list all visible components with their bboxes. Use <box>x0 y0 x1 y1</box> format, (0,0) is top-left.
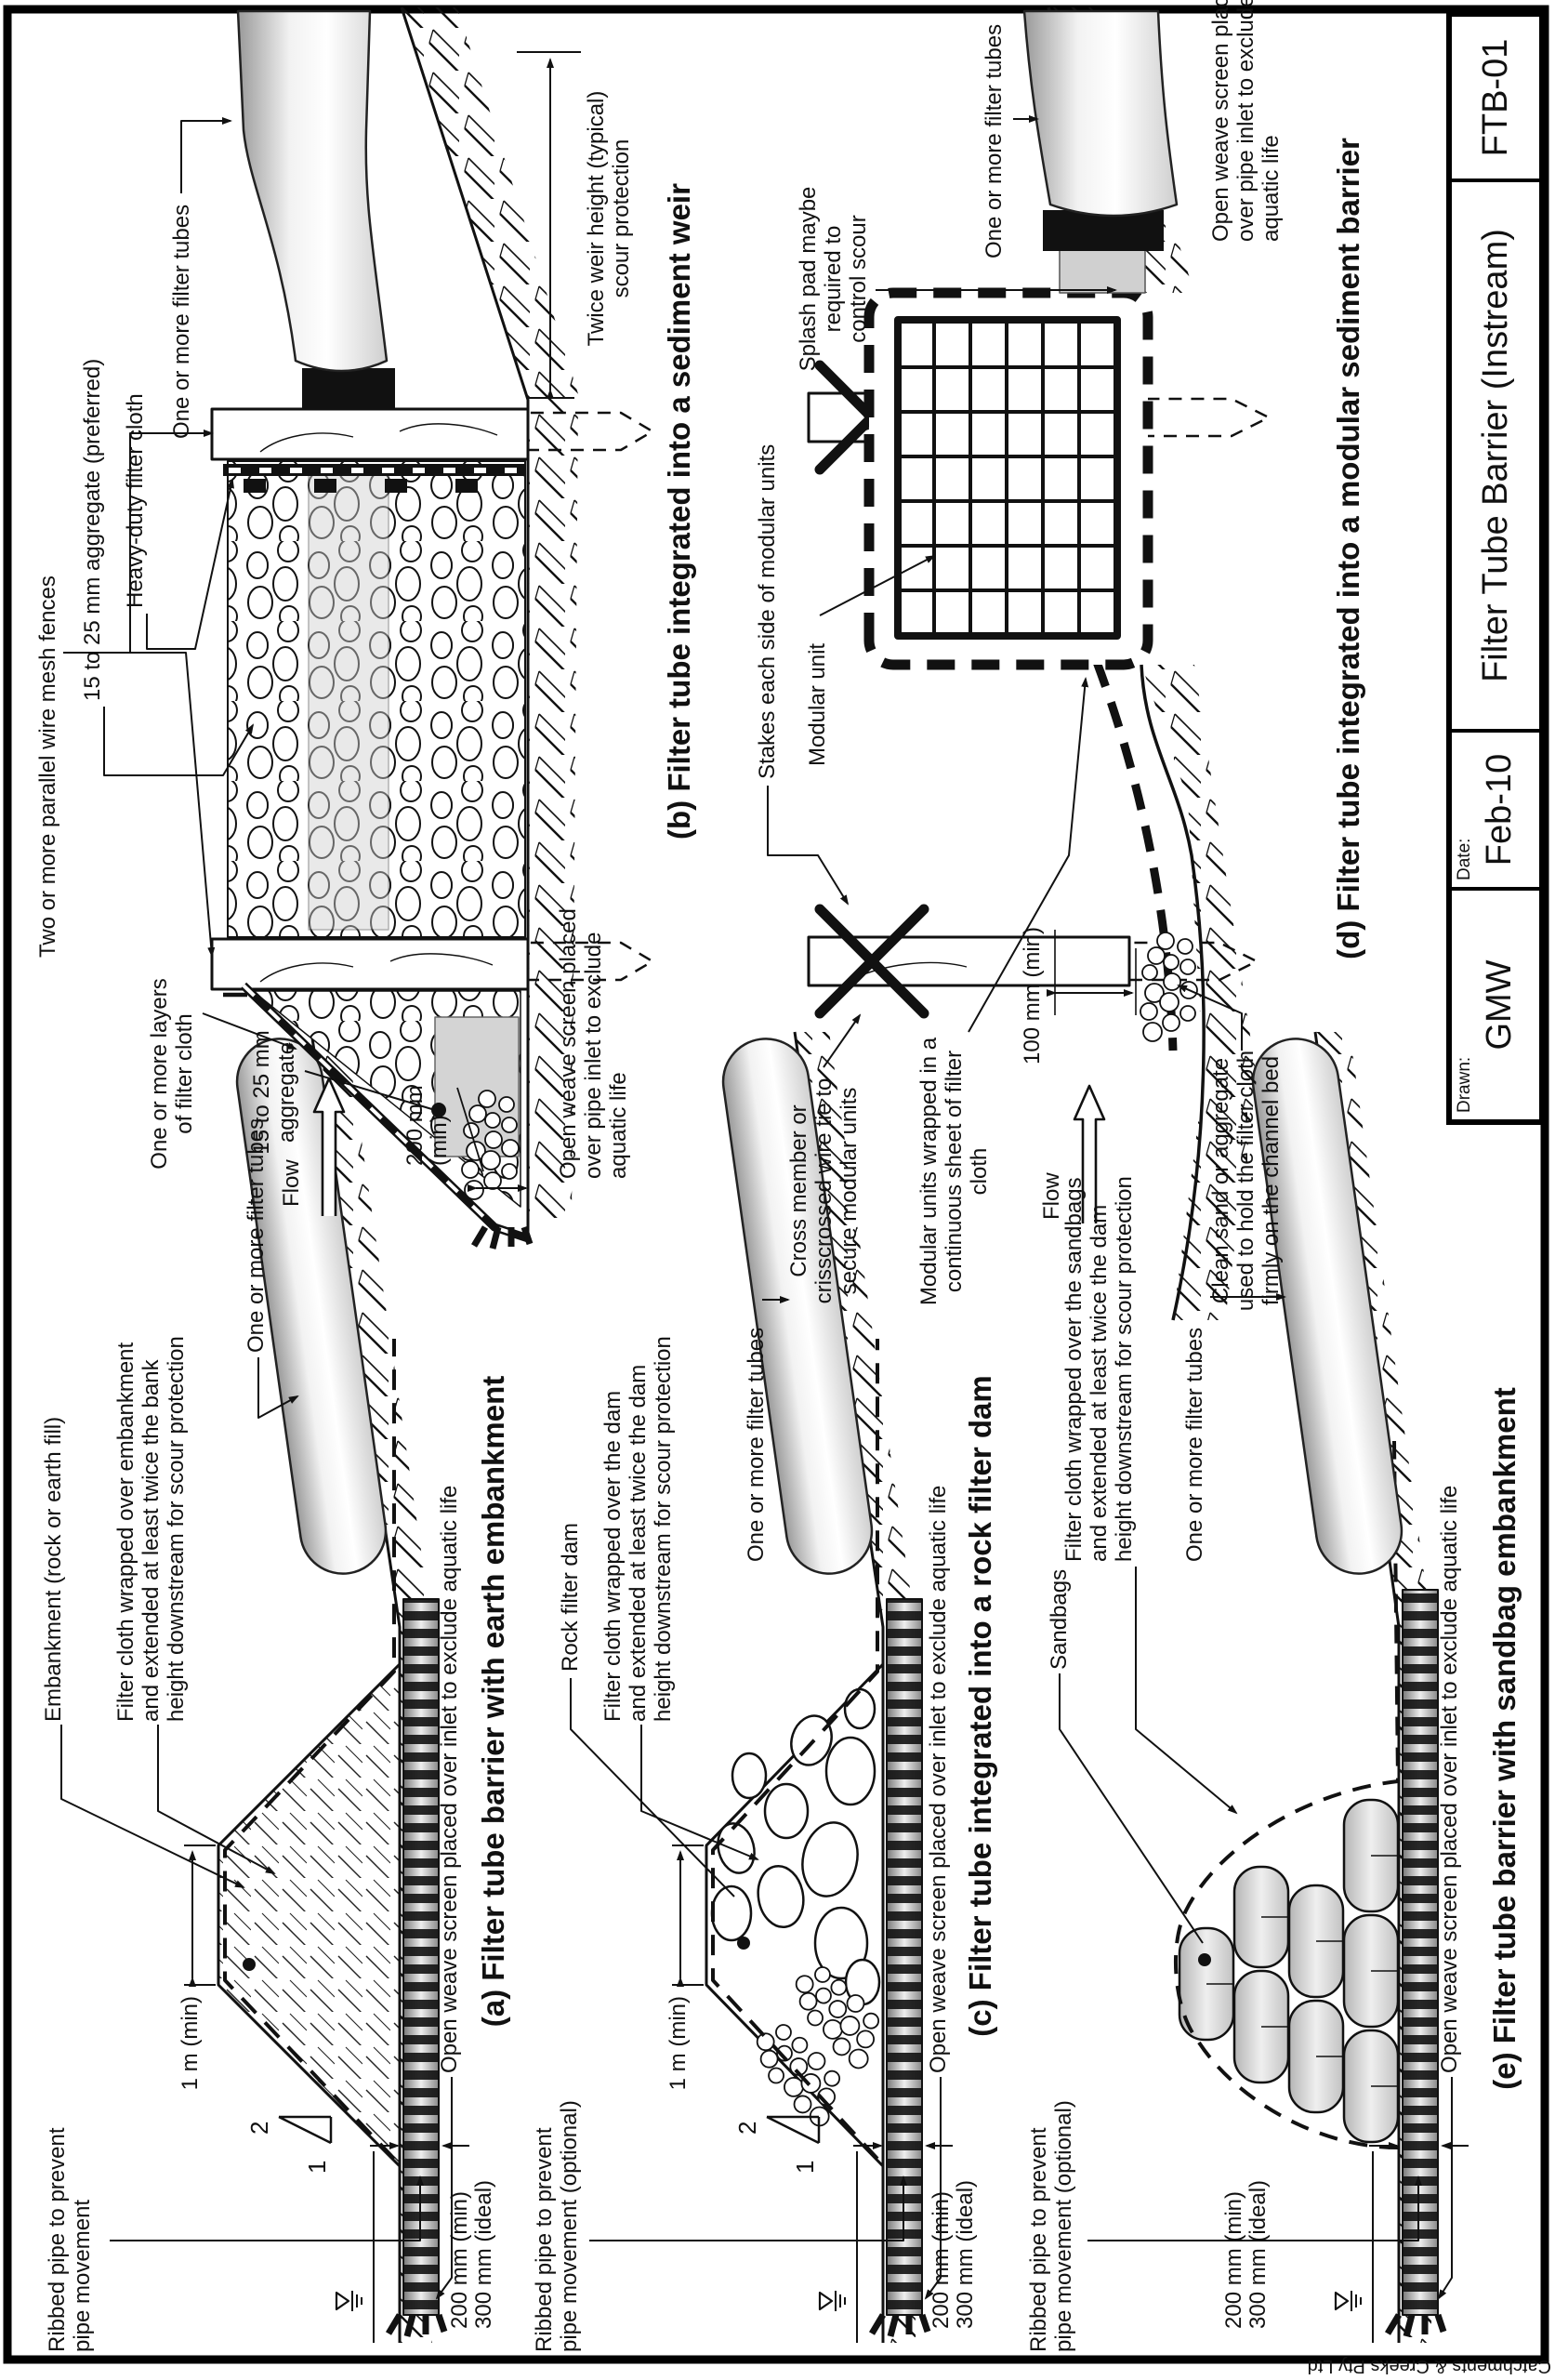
dim-c-crest: 1 m (min) <box>665 1996 691 2091</box>
company-margin-note: Catchments & Creeks Pty Ltd <box>1307 2356 1551 2376</box>
title-block-title-cell: Filter Tube Barrier (Instream) <box>1452 178 1539 729</box>
label-e-filter-tubes: One or more filter tubes <box>1182 1327 1207 1562</box>
label-a-filter-cloth: Filter cloth wrapped over embankment and… <box>113 1336 190 1722</box>
diagram-e-graphics <box>1059 1031 1469 2343</box>
label-b-open-weave: Open weave screen placed over pipe inlet… <box>556 908 632 1179</box>
label-b-cloth-layers: One or more layers of filter cloth <box>147 978 198 1170</box>
label-b-aggregate-preferred: 15 to 25 mm aggregate (preferred) <box>80 358 105 701</box>
slope-a-1: 1 <box>303 2160 331 2174</box>
label-b-fences: Two or more parallel wire mesh fences <box>35 575 60 958</box>
label-d-clean-sand: Clean sand or aggregate used to hold the… <box>1208 1050 1285 1312</box>
label-d-stakes: Stakes each side of modular units <box>755 443 780 779</box>
sandbag-stack <box>1178 1798 1400 2144</box>
diagram-a-graphics <box>60 1031 469 2343</box>
caption-b: (b) Filter tube integrated into a sedime… <box>662 183 696 840</box>
dim-d-bed: 100 mm (min) <box>1020 926 1045 1064</box>
label-b-filter-tubes: One or more filter tubes <box>169 204 194 439</box>
label-d-wrapped: Modular units wrapped in a continuous sh… <box>916 1037 993 1306</box>
label-b-aggregate: 15 to 25 mm aggregate <box>249 1030 300 1155</box>
slope-c-2: 2 <box>733 2121 761 2135</box>
label-b-flow: Flow <box>279 1159 304 1207</box>
title-block-date-cell: Date: Feb-10 <box>1452 729 1539 887</box>
caption-e: (e) Filter tube barrier with sandbag emb… <box>1487 1387 1522 2090</box>
label-a-embankment: Embankment (rock or earth fill) <box>41 1416 66 1722</box>
drawn-value: GMW <box>1480 959 1519 1051</box>
diagram-b-graphics <box>63 7 654 1249</box>
label-a-open-weave: Open weave screen placed over inlet to e… <box>437 1485 462 2073</box>
caption-a: (a) Filter tube barrier with earth emban… <box>476 1375 510 2028</box>
title-block-drawn-cell: Drawn: GMW <box>1452 887 1539 1119</box>
label-d-open-weave: Open weave screen placed over pipe inlet… <box>1208 0 1285 242</box>
label-e-ribbed-pipe: Ribbed pipe to prevent pipe movement (op… <box>1026 2100 1077 2352</box>
sheet-number: FTB-01 <box>1476 38 1515 157</box>
dim-a-inlet: 200 mm (min) 300 mm (ideal) <box>447 2179 497 2329</box>
slope-a-2: 2 <box>245 2121 273 2135</box>
slope-c-1: 1 <box>791 2160 819 2174</box>
label-c-filter-cloth: Filter cloth wrapped over the dam and ex… <box>600 1336 677 1722</box>
sheet-title: Filter Tube Barrier (Instream) <box>1476 229 1515 682</box>
diagram-c-graphics <box>570 1031 953 2343</box>
label-d-modular-unit: Modular unit <box>805 642 830 766</box>
title-block: Drawn: GMW Date: Feb-10 Filter Tube Barr… <box>1446 11 1545 1125</box>
diagram-d-graphics <box>767 7 1271 1321</box>
title-block-number-cell: FTB-01 <box>1452 17 1539 178</box>
dim-c-inlet: 200 mm (min) 300 mm (ideal) <box>929 2179 979 2329</box>
label-c-ribbed-pipe: Ribbed pipe to prevent pipe movement (op… <box>532 2100 583 2352</box>
label-c-filter-tubes: One or more filter tubes <box>744 1327 769 1562</box>
date-value: Feb-10 <box>1480 753 1519 866</box>
dim-b-inlet: 200 mm (min) <box>402 1085 453 1166</box>
date-label: Date: <box>1455 838 1474 880</box>
page-border <box>3 5 1549 2364</box>
label-d-flow: Flow <box>1039 1172 1064 1220</box>
label-c-rock-dam: Rock filter dam <box>558 1522 583 1672</box>
label-e-sandbags: Sandbags <box>1047 1568 1072 1670</box>
label-d-filter-tubes: One or more filter tubes <box>982 23 1007 258</box>
label-d-cross-member: Cross member or crisscrossed wire tie to… <box>786 1078 863 1304</box>
caption-c: (c) Filter tube integrated into a rock f… <box>963 1375 997 2037</box>
label-c-open-weave: Open weave screen placed over inlet to e… <box>926 1485 951 2073</box>
label-e-filter-cloth: Filter cloth wrapped over the sandbags a… <box>1061 1176 1138 1562</box>
dim-e-inlet: 200 mm (min) 300 mm (ideal) <box>1221 2179 1272 2329</box>
label-b-scour: Twice weir height (typical) scour protec… <box>584 90 635 347</box>
label-e-open-weave: Open weave screen placed over inlet to e… <box>1437 1485 1462 2073</box>
caption-d: (d) Filter tube integrated into a modula… <box>1331 138 1365 959</box>
label-a-ribbed-pipe: Ribbed pipe to prevent pipe movement <box>45 2127 96 2353</box>
drawn-label: Drawn: <box>1455 1056 1474 1113</box>
label-d-splash-pad: Splash pad maybe required to control sco… <box>796 186 872 372</box>
dim-a-crest: 1 m (min) <box>178 1996 203 2091</box>
label-b-heavy-cloth: Heavy-duty filter cloth <box>123 393 148 608</box>
